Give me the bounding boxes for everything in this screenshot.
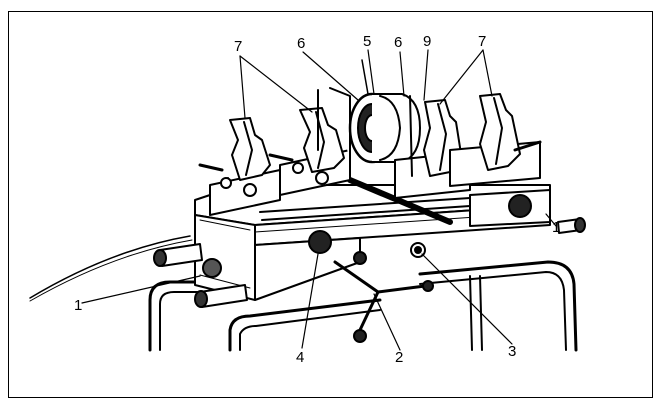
guide-rods xyxy=(259,177,471,225)
right-clamps xyxy=(394,93,542,199)
left-clamps xyxy=(198,87,351,216)
callout-3: 3 xyxy=(508,343,516,360)
callout-4: 4 xyxy=(296,349,304,366)
callout-6-right: 6 xyxy=(394,34,402,51)
knobs-and-handles xyxy=(153,194,586,343)
callout-2: 2 xyxy=(395,349,403,366)
callout-1-right: 1 xyxy=(552,219,560,236)
power-cable xyxy=(29,235,191,299)
callout-1-left: 1 xyxy=(74,297,82,314)
heater-plate xyxy=(348,59,421,164)
leader-lines xyxy=(81,49,557,351)
callout-5: 5 xyxy=(363,33,371,50)
callout-7-right: 7 xyxy=(478,33,486,50)
callout-6-left: 6 xyxy=(297,35,305,52)
callout-9: 9 xyxy=(423,33,431,50)
stand-frame xyxy=(148,260,578,352)
callout-7-left: 7 xyxy=(234,38,242,55)
